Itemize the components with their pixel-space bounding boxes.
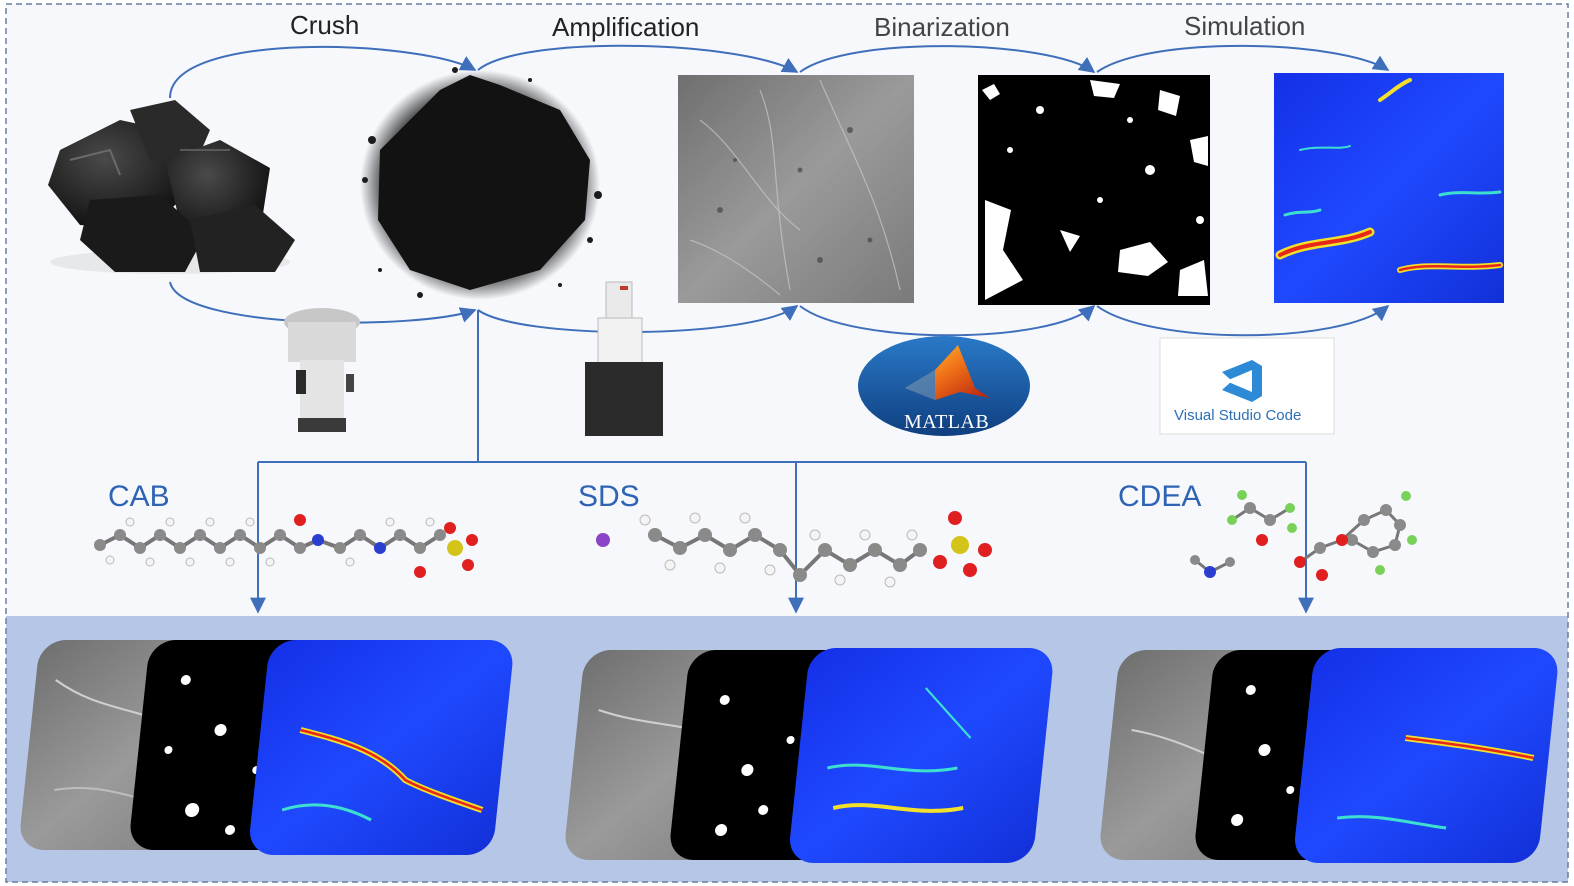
matlab-logo: MATLAB <box>858 336 1030 436</box>
connector-lines <box>250 310 1314 614</box>
outer-frame <box>5 3 1569 883</box>
grinder-machine-image <box>284 308 360 432</box>
binarized-image <box>978 75 1210 305</box>
sem-microscope-image <box>585 281 663 436</box>
surfactant-label-cdea: CDEA <box>1118 480 1201 513</box>
sem-micrograph-image <box>678 75 914 303</box>
coal-powder-image <box>360 67 602 300</box>
stack-cdea-sim-tile <box>1294 648 1558 863</box>
step-label-binarization: Binarization <box>874 12 1010 42</box>
stack-cdea <box>1100 648 1558 863</box>
step-label-crush: Crush <box>290 10 359 40</box>
vscode-logo: Visual Studio Code <box>1159 337 1335 435</box>
coal-lumps-image <box>48 100 295 274</box>
vscode-label: Visual Studio Code <box>1174 407 1301 424</box>
surfactant-label-cab: CAB <box>108 480 170 513</box>
molecule-sds <box>596 511 992 588</box>
step-label-amplification: Amplification <box>552 12 699 42</box>
molecule-cab <box>94 514 478 578</box>
simulation-heatmap-image <box>1274 73 1504 303</box>
matlab-label: MATLAB <box>904 411 989 433</box>
stack-sds-sim-tile <box>789 648 1053 863</box>
stack-sds <box>565 648 1053 863</box>
top-arrows <box>169 44 1390 99</box>
stack-cab <box>20 640 513 855</box>
surfactant-label-sds: SDS <box>578 480 640 513</box>
stack-cab-sim-tile <box>249 640 513 855</box>
step-label-simulation: Simulation <box>1184 11 1305 41</box>
molecule-cdea <box>1190 490 1417 581</box>
